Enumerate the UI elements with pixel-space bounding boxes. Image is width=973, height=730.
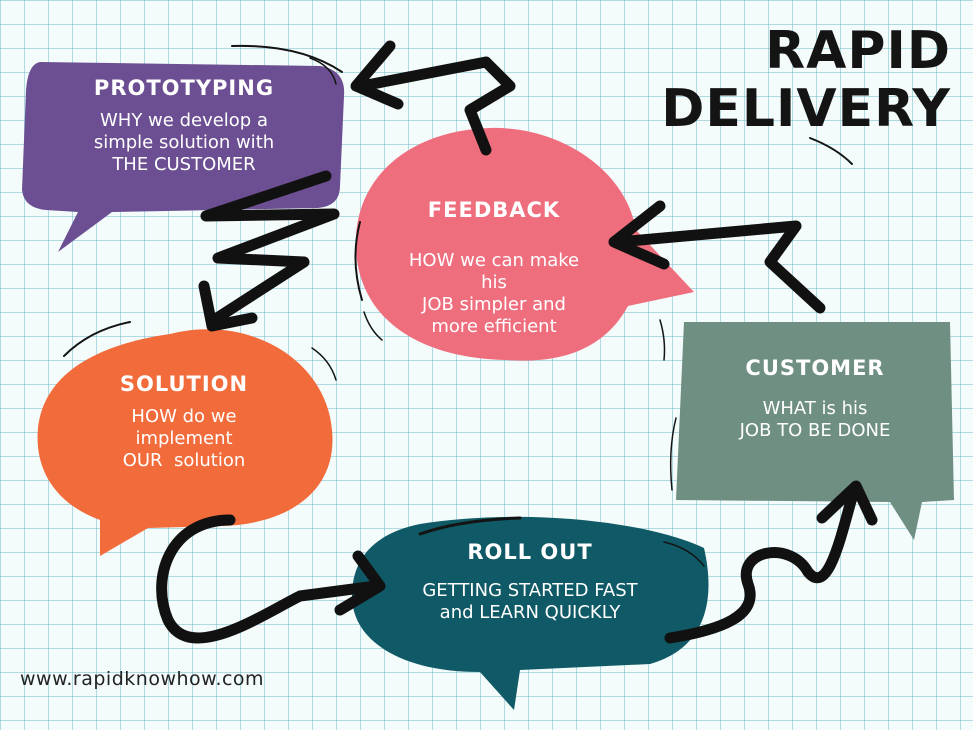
customer-card: CUSTOMER WHAT is his JOB TO BE DONE	[690, 356, 940, 442]
arrow-feedback-to-prototyping	[356, 56, 516, 156]
feedback-card: FEEDBACK HOW we can make his JOB simpler…	[384, 198, 604, 338]
feedback-text-line: HOW we can make	[408, 250, 580, 271]
prototyping-text-line: THE CUSTOMER	[112, 154, 256, 175]
arrowhead-feedback	[608, 200, 670, 270]
arrowhead-prototyping	[350, 40, 404, 110]
feedback-text-line: his	[481, 272, 507, 293]
solution-bubble	[37, 329, 333, 556]
solution-text-line: OUR solution	[122, 450, 246, 471]
feedback-heading: FEEDBACK	[427, 198, 561, 222]
arrow-rollout-to-customer	[664, 484, 860, 644]
prototyping-card: PROTOTYPING WHY we develop a simple solu…	[34, 76, 334, 176]
solution-card: SOLUTION HOW do we implement OUR solutio…	[84, 372, 284, 472]
feedback-bubble	[355, 127, 694, 361]
arrow-customer-to-feedback	[612, 220, 826, 314]
sketch-strokes	[63, 44, 853, 567]
title-line-1: RAPID	[765, 21, 951, 81]
feedback-text-line: JOB simpler and	[422, 294, 566, 315]
arrow-prototyping-to-solution	[200, 170, 340, 326]
arrowhead-solution	[198, 280, 258, 332]
prototyping-text-line: simple solution with	[93, 132, 275, 153]
customer-text-line: WHAT is his	[762, 398, 868, 419]
arrow-solution-to-rollout	[156, 514, 382, 644]
rollout-bubble	[352, 516, 709, 710]
rollout-card: ROLL OUT GETTING STARTED FAST and LEARN …	[380, 540, 680, 624]
customer-bubble	[676, 322, 954, 540]
rollout-heading: ROLL OUT	[467, 540, 593, 564]
solution-heading: SOLUTION	[119, 372, 249, 396]
customer-text-line: JOB TO BE DONE	[739, 420, 891, 441]
arrowhead-rollout	[334, 550, 386, 616]
rollout-text-line: and LEARN QUICKLY	[439, 602, 621, 623]
page-title: RAPID DELIVERY	[631, 22, 951, 138]
prototyping-text-line: WHY we develop a	[100, 110, 268, 131]
title-line-2: DELIVERY	[661, 79, 951, 139]
solution-text-line: implement	[135, 428, 233, 449]
footer-website-url: www.rapidknowhow.com	[20, 668, 265, 690]
solution-text-line: HOW do we	[131, 406, 237, 427]
arrowhead-customer	[816, 480, 878, 526]
prototyping-heading: PROTOTYPING	[93, 76, 275, 100]
rollout-text-line: GETTING STARTED FAST	[422, 580, 638, 601]
prototyping-bubble	[22, 62, 345, 252]
feedback-text-line: more efficient	[431, 316, 557, 337]
customer-heading: CUSTOMER	[745, 356, 885, 380]
